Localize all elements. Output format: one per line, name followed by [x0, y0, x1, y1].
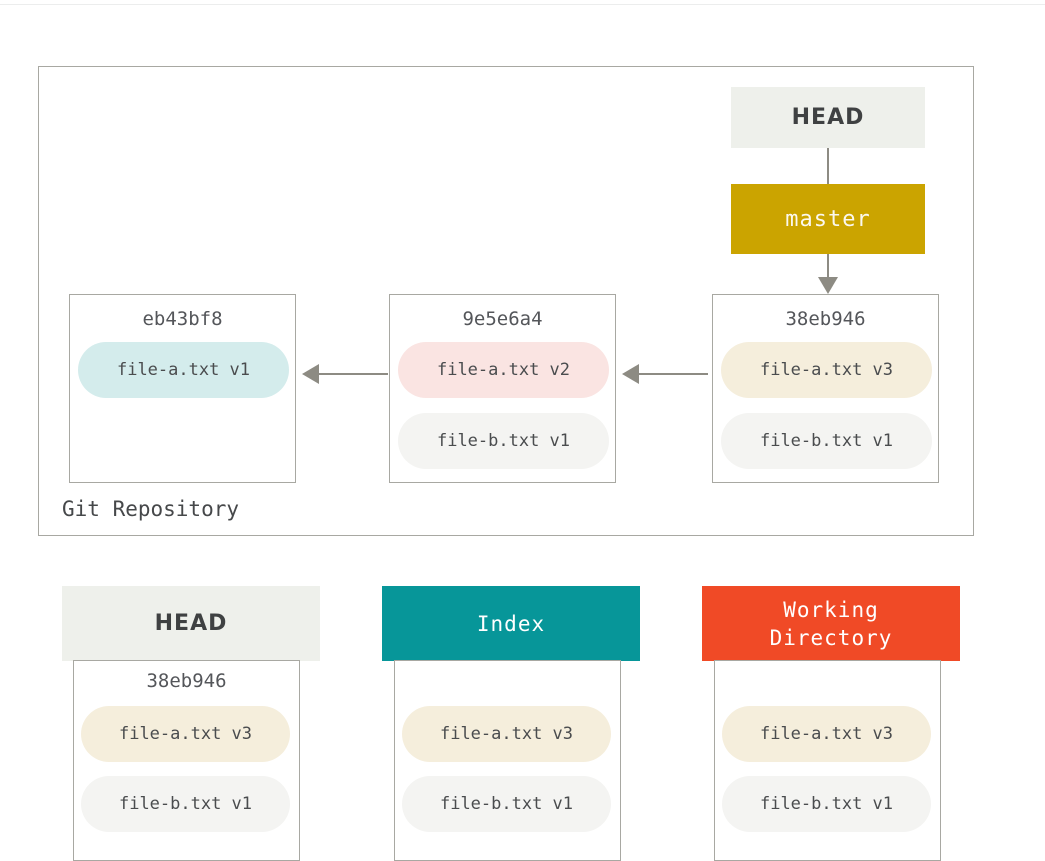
file-pill: file-b.txt v1 [81, 776, 290, 832]
commit-node-38eb946[interactable]: 38eb946 file-a.txt v3 file-b.txt v1 [712, 294, 939, 483]
file-pill: file-a.txt v3 [722, 706, 931, 762]
stage-header-label: Working Directory [770, 596, 893, 652]
stage-body-index: file-a.txt v3 file-b.txt v1 [394, 660, 621, 861]
file-pill: file-b.txt v1 [398, 413, 609, 469]
commit-sha: 38eb946 [785, 308, 866, 330]
stage-body-head: 38eb946 file-a.txt v3 file-b.txt v1 [73, 660, 300, 861]
stage-body-working-directory: file-a.txt v3 file-b.txt v1 [714, 660, 941, 861]
file-pill: file-a.txt v2 [398, 342, 609, 398]
head-pointer-label: HEAD [791, 105, 865, 130]
file-pill: file-a.txt v1 [78, 342, 289, 398]
connector-master-to-commit [827, 254, 829, 278]
arrowhead-commit3-to-commit2 [622, 364, 639, 384]
file-pill: file-b.txt v1 [402, 776, 611, 832]
connector-commit3-to-commit2 [636, 373, 708, 375]
stage-header-label: HEAD [154, 610, 228, 636]
connector-head-to-master [827, 148, 829, 184]
stage-header-label: Index [476, 611, 546, 636]
commit-node-9e5e6a4[interactable]: 9e5e6a4 file-a.txt v2 file-b.txt v1 [389, 294, 616, 483]
file-pill: file-a.txt v3 [721, 342, 932, 398]
file-pill: file-a.txt v3 [402, 706, 611, 762]
head-pointer-box[interactable]: HEAD [731, 87, 925, 148]
stage-header-index: Index [382, 586, 640, 661]
commit-sha: 9e5e6a4 [462, 308, 543, 330]
arrowhead-commit2-to-commit1 [302, 364, 319, 384]
top-divider-rule [0, 4, 1045, 5]
commit-node-eb43bf8[interactable]: eb43bf8 file-a.txt v1 [69, 294, 296, 483]
stage-header-head: HEAD [62, 586, 320, 661]
file-pill: file-b.txt v1 [721, 413, 932, 469]
stage-header-working-directory: Working Directory [702, 586, 960, 661]
branch-master-box[interactable]: master [731, 184, 925, 254]
branch-master-label: master [785, 206, 871, 232]
arrowhead-master-to-commit [818, 277, 838, 294]
file-pill: file-a.txt v3 [81, 706, 290, 762]
commit-sha: eb43bf8 [142, 308, 223, 330]
git-repository-label: Git Repository [62, 497, 240, 521]
stage-header-line-1: Working [783, 597, 879, 622]
file-pill: file-b.txt v1 [722, 776, 931, 832]
stage-sha: 38eb946 [146, 670, 227, 692]
connector-commit2-to-commit1 [316, 373, 388, 375]
stage-header-line-2: Directory [769, 625, 893, 650]
